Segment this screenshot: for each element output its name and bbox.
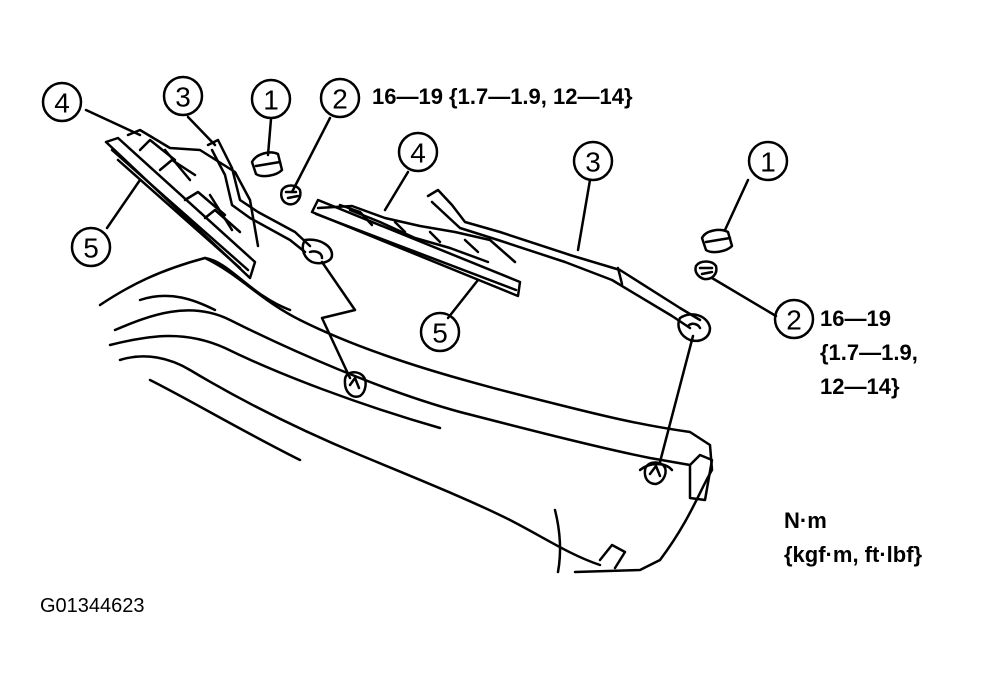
leader-c4-right — [383, 170, 410, 212]
leader-left-pivot — [320, 260, 357, 380]
callout-circle-c2-left — [319, 77, 361, 119]
left-pivot-nut — [280, 184, 302, 206]
callout-circle-c1-left — [250, 78, 292, 120]
callout-num-c5-right: 5 — [432, 318, 448, 349]
left-pivot-cap — [250, 151, 284, 178]
figure-code: G01344623 — [40, 595, 145, 617]
callout-circle-c3-right — [572, 140, 614, 182]
callout-circle-c3-left — [162, 75, 204, 117]
cowl-panel — [98, 256, 714, 574]
leader-c3-right — [576, 178, 592, 252]
leader-c1-right — [723, 178, 750, 232]
right-pivot-cap — [700, 228, 734, 254]
units-line1: N·m — [784, 508, 827, 533]
callout-num-c3-right: 3 — [585, 147, 601, 178]
callout-circle-c2-right — [773, 298, 815, 340]
callout-num-c2-right: 2 — [786, 305, 802, 336]
torque-spec-right-line2: {1.7—1.9, — [820, 340, 918, 365]
leader-c2-right — [710, 276, 778, 318]
callout-circle-c5-right — [419, 311, 461, 353]
callout-num-c3-left: 3 — [175, 82, 191, 113]
leader-c5-right — [446, 278, 480, 320]
callout-num-c1-right: 1 — [760, 147, 776, 178]
leader-c3-left — [186, 115, 217, 147]
callout-circle-c1-right — [747, 140, 789, 182]
leader-c4-left — [84, 108, 142, 137]
torque-spec-right-line3: 12—14} — [820, 374, 900, 399]
units-line2: {kgf·m, ft·lbf} — [784, 542, 923, 567]
callout-circle-c4-left — [41, 81, 83, 123]
callout-num-c4-left: 4 — [54, 88, 70, 119]
right-wiper-blade — [310, 198, 522, 298]
left-wiper-arm — [206, 138, 334, 265]
callout-num-c1-left: 1 — [263, 85, 279, 116]
left-wiper-blade — [104, 128, 260, 280]
left-pivot-shaft — [343, 371, 367, 398]
right-wiper-arm — [426, 188, 712, 343]
torque-spec-top: 16—19 {1.7—1.9, 12—14} — [372, 84, 633, 109]
leader-c1-left — [266, 117, 273, 157]
torque-spec-right-line1: 16—19 — [820, 306, 891, 331]
callout-num-c4-right: 4 — [410, 138, 426, 169]
leader-c5-left — [105, 178, 142, 230]
callout-circle-c5-left — [70, 226, 112, 268]
leader-c2-left — [290, 116, 332, 194]
callout-num-c5-left: 5 — [83, 233, 99, 264]
right-pivot-nut — [694, 260, 718, 281]
callout-num-c2-left: 2 — [332, 84, 348, 115]
right-pivot-shaft — [643, 461, 667, 486]
callout-circle-c4-right — [397, 131, 439, 173]
leader-right-pivot — [658, 334, 695, 464]
